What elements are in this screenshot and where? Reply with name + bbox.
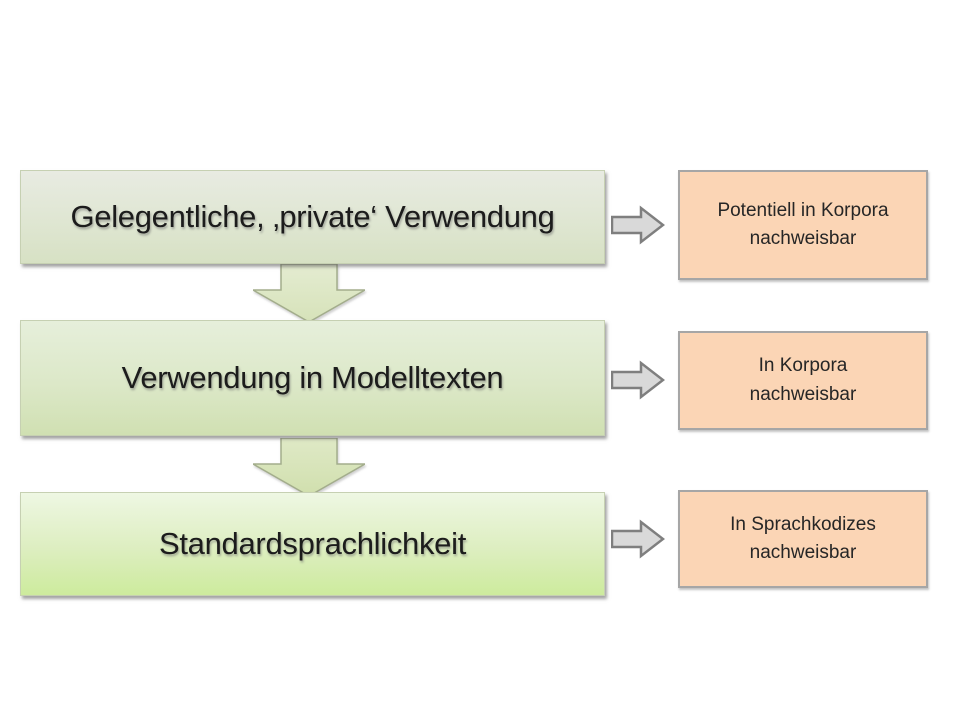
stage-label: Verwendung in Modelltexten: [121, 360, 504, 395]
evidence-box-in-korpora: In Korpora nachweisbar: [678, 331, 928, 430]
evidence-text-line1: Potentiell in Korpora: [717, 199, 889, 221]
stage-label: Gelegentliche, ‚private‘ Verwendung: [70, 199, 555, 234]
stage-box-standardsprachlichkeit: Standardsprachlichkeit: [20, 492, 605, 596]
stage-box-gelegentliche-private-verwendung: Gelegentliche, ‚private‘ Verwendung: [20, 170, 605, 264]
right-arrow-icon: [611, 205, 665, 245]
evidence-box-in-sprachkodizes: In Sprachkodizes nachweisbar: [678, 490, 928, 588]
evidence-text-line2: nachweisbar: [749, 383, 857, 405]
evidence-text-line2: nachweisbar: [749, 228, 857, 249]
stage-label: Standardsprachlichkeit: [158, 526, 467, 561]
right-arrow-icon: [611, 519, 665, 559]
down-arrow-icon: [253, 438, 365, 496]
down-arrow-icon: [253, 264, 365, 322]
evidence-box-potentiell-in-korpora: Potentiell in Korpora nachweisbar: [678, 170, 928, 280]
stage-box-verwendung-in-modelltexten: Verwendung in Modelltexten: [20, 320, 605, 436]
evidence-text-line1: In Sprachkodizes: [730, 513, 876, 535]
right-arrow-icon: [611, 360, 665, 400]
evidence-text-line1: In Korpora: [758, 355, 848, 376]
evidence-text-line2: nachweisbar: [749, 542, 857, 563]
